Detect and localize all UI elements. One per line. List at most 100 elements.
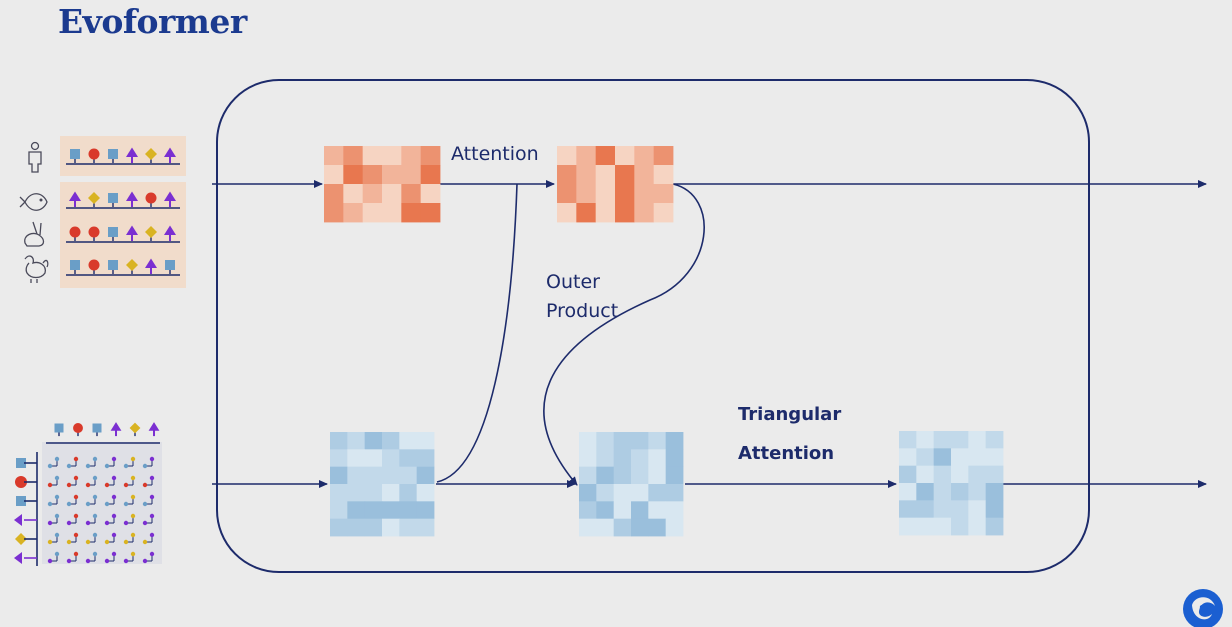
triangular-attention-label-line1: Triangular [738,404,842,425]
pair-matrix-cell [631,501,649,520]
pair-grid-cell-icon [142,532,155,545]
pair-grid-cell-icon [123,494,136,507]
pair-grid-cell-icon [85,532,98,545]
pair-matrix-cell [951,448,969,467]
pair-matrix-cell [364,432,383,450]
pair-matrix-cell [648,432,667,450]
pair-matrix-cell [648,484,667,502]
pair-matrix-cell [665,501,684,520]
msa-matrix-cell [557,165,577,185]
pair-matrix-cell [613,466,632,485]
pair-grid-cell-icon [142,475,155,488]
pair-matrix-cell [330,484,348,502]
arrow-purple-residue-icon [145,258,157,274]
pair-matrix-cell [399,449,418,468]
pair-matrix-cell [665,432,684,450]
pair-matrix-cell [899,448,917,467]
pair-matrix-cell [968,448,987,467]
pair-grid-cell-icon [104,456,117,469]
pair-grid-cell-icon [47,494,60,507]
msa-matrix-cell [557,184,577,204]
pair-matrix-cell [596,466,615,485]
pair-matrix-cell [933,448,952,467]
pair-grid-cell-icon [104,475,117,488]
pair-matrix-cell [330,501,348,520]
pair-grid-bg [42,442,162,564]
msa-matrix-cell [343,184,364,204]
pair-grid-cell-icon [142,456,155,469]
square-blue-residue-icon [165,260,175,274]
msa-matrix-cell [382,146,402,166]
pair-matrix-cell [916,483,935,501]
pair-matrix-cell [364,484,383,502]
species-icons [19,141,49,283]
msa-matrix-cell [420,184,441,204]
pair-matrix-cell [613,432,632,450]
pair-grid-cell-icon [104,494,117,507]
msa-sequence-row [66,147,180,165]
pair-matrix-cell [968,465,987,484]
pair-matrix-cell [399,484,418,502]
pair-matrix-cell [347,432,366,450]
pair-matrix-cell [330,449,348,468]
pair-matrix-cell [579,518,597,537]
pair-matrix-cell [648,449,667,468]
pair-matrix-cell [579,449,597,468]
pair-matrix-cell [596,518,615,537]
pair-matrix-cell [613,501,632,520]
circle-red-residue-icon [69,226,81,241]
pair-matrix-cell [416,484,435,502]
pair-matrix-cell [330,432,348,450]
pair-matrix-cell [347,501,366,520]
pair-grid-cell-icon [47,475,60,488]
circle-red-residue-icon [88,148,100,163]
diamond-yellow-row-residue-icon [15,533,37,545]
pair-matrix-cell [631,449,649,468]
deepmind-logo-icon [1183,589,1223,627]
pair-matrix-cell [364,501,383,520]
diamond-yellow-residue-icon [145,226,157,241]
msa-matrix-cell [557,203,577,223]
pair-grid-cell-icon [47,456,60,469]
arrow-purple-residue-icon [69,191,81,207]
pair-grid-cell-icon [66,551,79,564]
pair-matrix-cell [665,484,684,502]
square-blue-row-residue-icon [16,458,37,468]
pair-grid-cell-icon [142,513,155,526]
pair-grid-cell-icon [66,532,79,545]
pair-matrix-cell [382,466,400,485]
msa-sequence-row [66,225,180,243]
msa-matrix-cell [634,146,655,166]
pair-matrix-cell [631,432,649,450]
msa-matrix-cell [653,146,674,166]
pair-matrix-cell [579,466,597,485]
pair-grid-cell-icon [47,532,60,545]
pair-matrix-cell [899,517,917,536]
pair-grid-cell-icon [123,551,136,564]
evoformer-block [216,79,1090,573]
pair-grid-cell-icon [47,551,60,564]
pair-matrix-cell [648,501,667,520]
outer-product-curve [543,183,705,486]
msa-matrix-cell [595,184,616,204]
pair-matrix-cell [347,466,366,485]
arrow-purple-residue-icon [164,147,176,163]
pair-representation-matrix [330,432,435,537]
pair-grid-cell-icon [85,551,98,564]
pair-matrix-cell [951,483,969,501]
msa-matrix-cell [362,184,383,204]
pair-matrix-cell [665,518,684,537]
pair-matrix-cell [933,465,952,484]
pair-matrix-cell [951,517,969,536]
pair-matrix-cell [951,431,969,449]
pair-matrix-cell [933,517,952,536]
pair-matrix-cell [665,449,684,468]
pair-matrix-cell [596,449,615,468]
msa-matrix-cell [362,203,383,223]
msa-matrix-cell [595,203,616,223]
msa-matrix-cell [324,184,344,204]
pair-grid-cell-icon [66,475,79,488]
msa-matrix-cell [595,146,616,166]
arrow-purple-residue-icon [164,225,176,241]
